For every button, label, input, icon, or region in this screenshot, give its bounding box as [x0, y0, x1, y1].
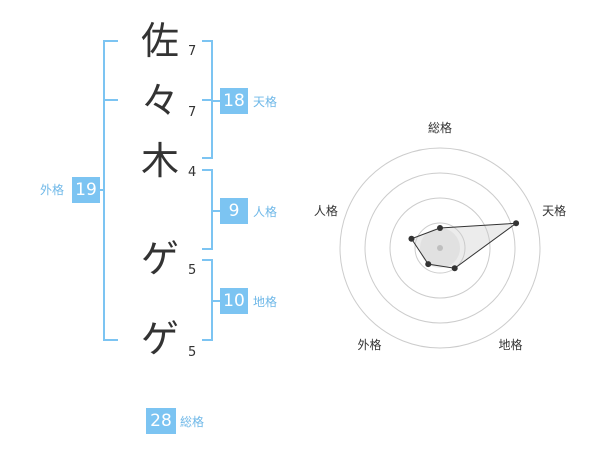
- stroke-count-1: 7: [188, 44, 197, 59]
- name-char-2: 々: [140, 79, 179, 123]
- soukaku-value-badge: 28: [146, 408, 176, 434]
- gaikaku-label: 外格: [40, 183, 65, 197]
- stroke-count-5: 5: [188, 345, 197, 360]
- name-char-1: 佐: [140, 19, 179, 63]
- radar-ring-3: [364, 172, 516, 324]
- soukaku-label: 総格: [180, 415, 205, 429]
- radar-point-1: [437, 225, 443, 231]
- radar-point-4: [425, 261, 432, 268]
- stroke-count-3: 4: [188, 165, 197, 180]
- radar-axis-label-3: 地格: [499, 337, 523, 352]
- radar-axis-label-5: 人格: [314, 203, 338, 218]
- radar-point-2: [513, 220, 520, 227]
- radar-point-3: [451, 265, 458, 272]
- name-char-3: 木: [140, 139, 179, 183]
- tenkaku-bracket: [202, 40, 213, 159]
- radar-point-5: [408, 235, 415, 242]
- radar-axis-label-4: 外格: [357, 337, 381, 352]
- gaikaku-value-badge: 19: [72, 177, 100, 203]
- stroke-count-4: 5: [188, 263, 197, 278]
- radar-center-dot: [437, 245, 443, 251]
- gaikaku-bracket: [103, 40, 118, 341]
- radar-ring-2: [389, 197, 491, 299]
- chikaku-label: 地格: [253, 295, 278, 309]
- radar-axis-label-2: 天格: [542, 203, 566, 218]
- radar-ring-4: [339, 147, 541, 349]
- jinkaku-label: 人格: [253, 205, 278, 219]
- stroke-count-2: 7: [188, 105, 197, 120]
- tenkaku-value-badge: 18: [220, 88, 248, 114]
- name-char-4: ゲ: [140, 237, 179, 281]
- jinkaku-bracket: [202, 169, 213, 250]
- name-char-5: ゲ: [140, 317, 179, 361]
- chikaku-bracket: [202, 259, 213, 341]
- chikaku-value-badge: 10: [220, 288, 248, 314]
- radar-axis-label-1: 総格: [428, 120, 452, 135]
- radar-ring-1: [414, 222, 466, 274]
- jinkaku-value-badge: 9: [220, 198, 248, 224]
- tenkaku-label: 天格: [253, 95, 278, 109]
- radar-polygon: [410, 222, 518, 269]
